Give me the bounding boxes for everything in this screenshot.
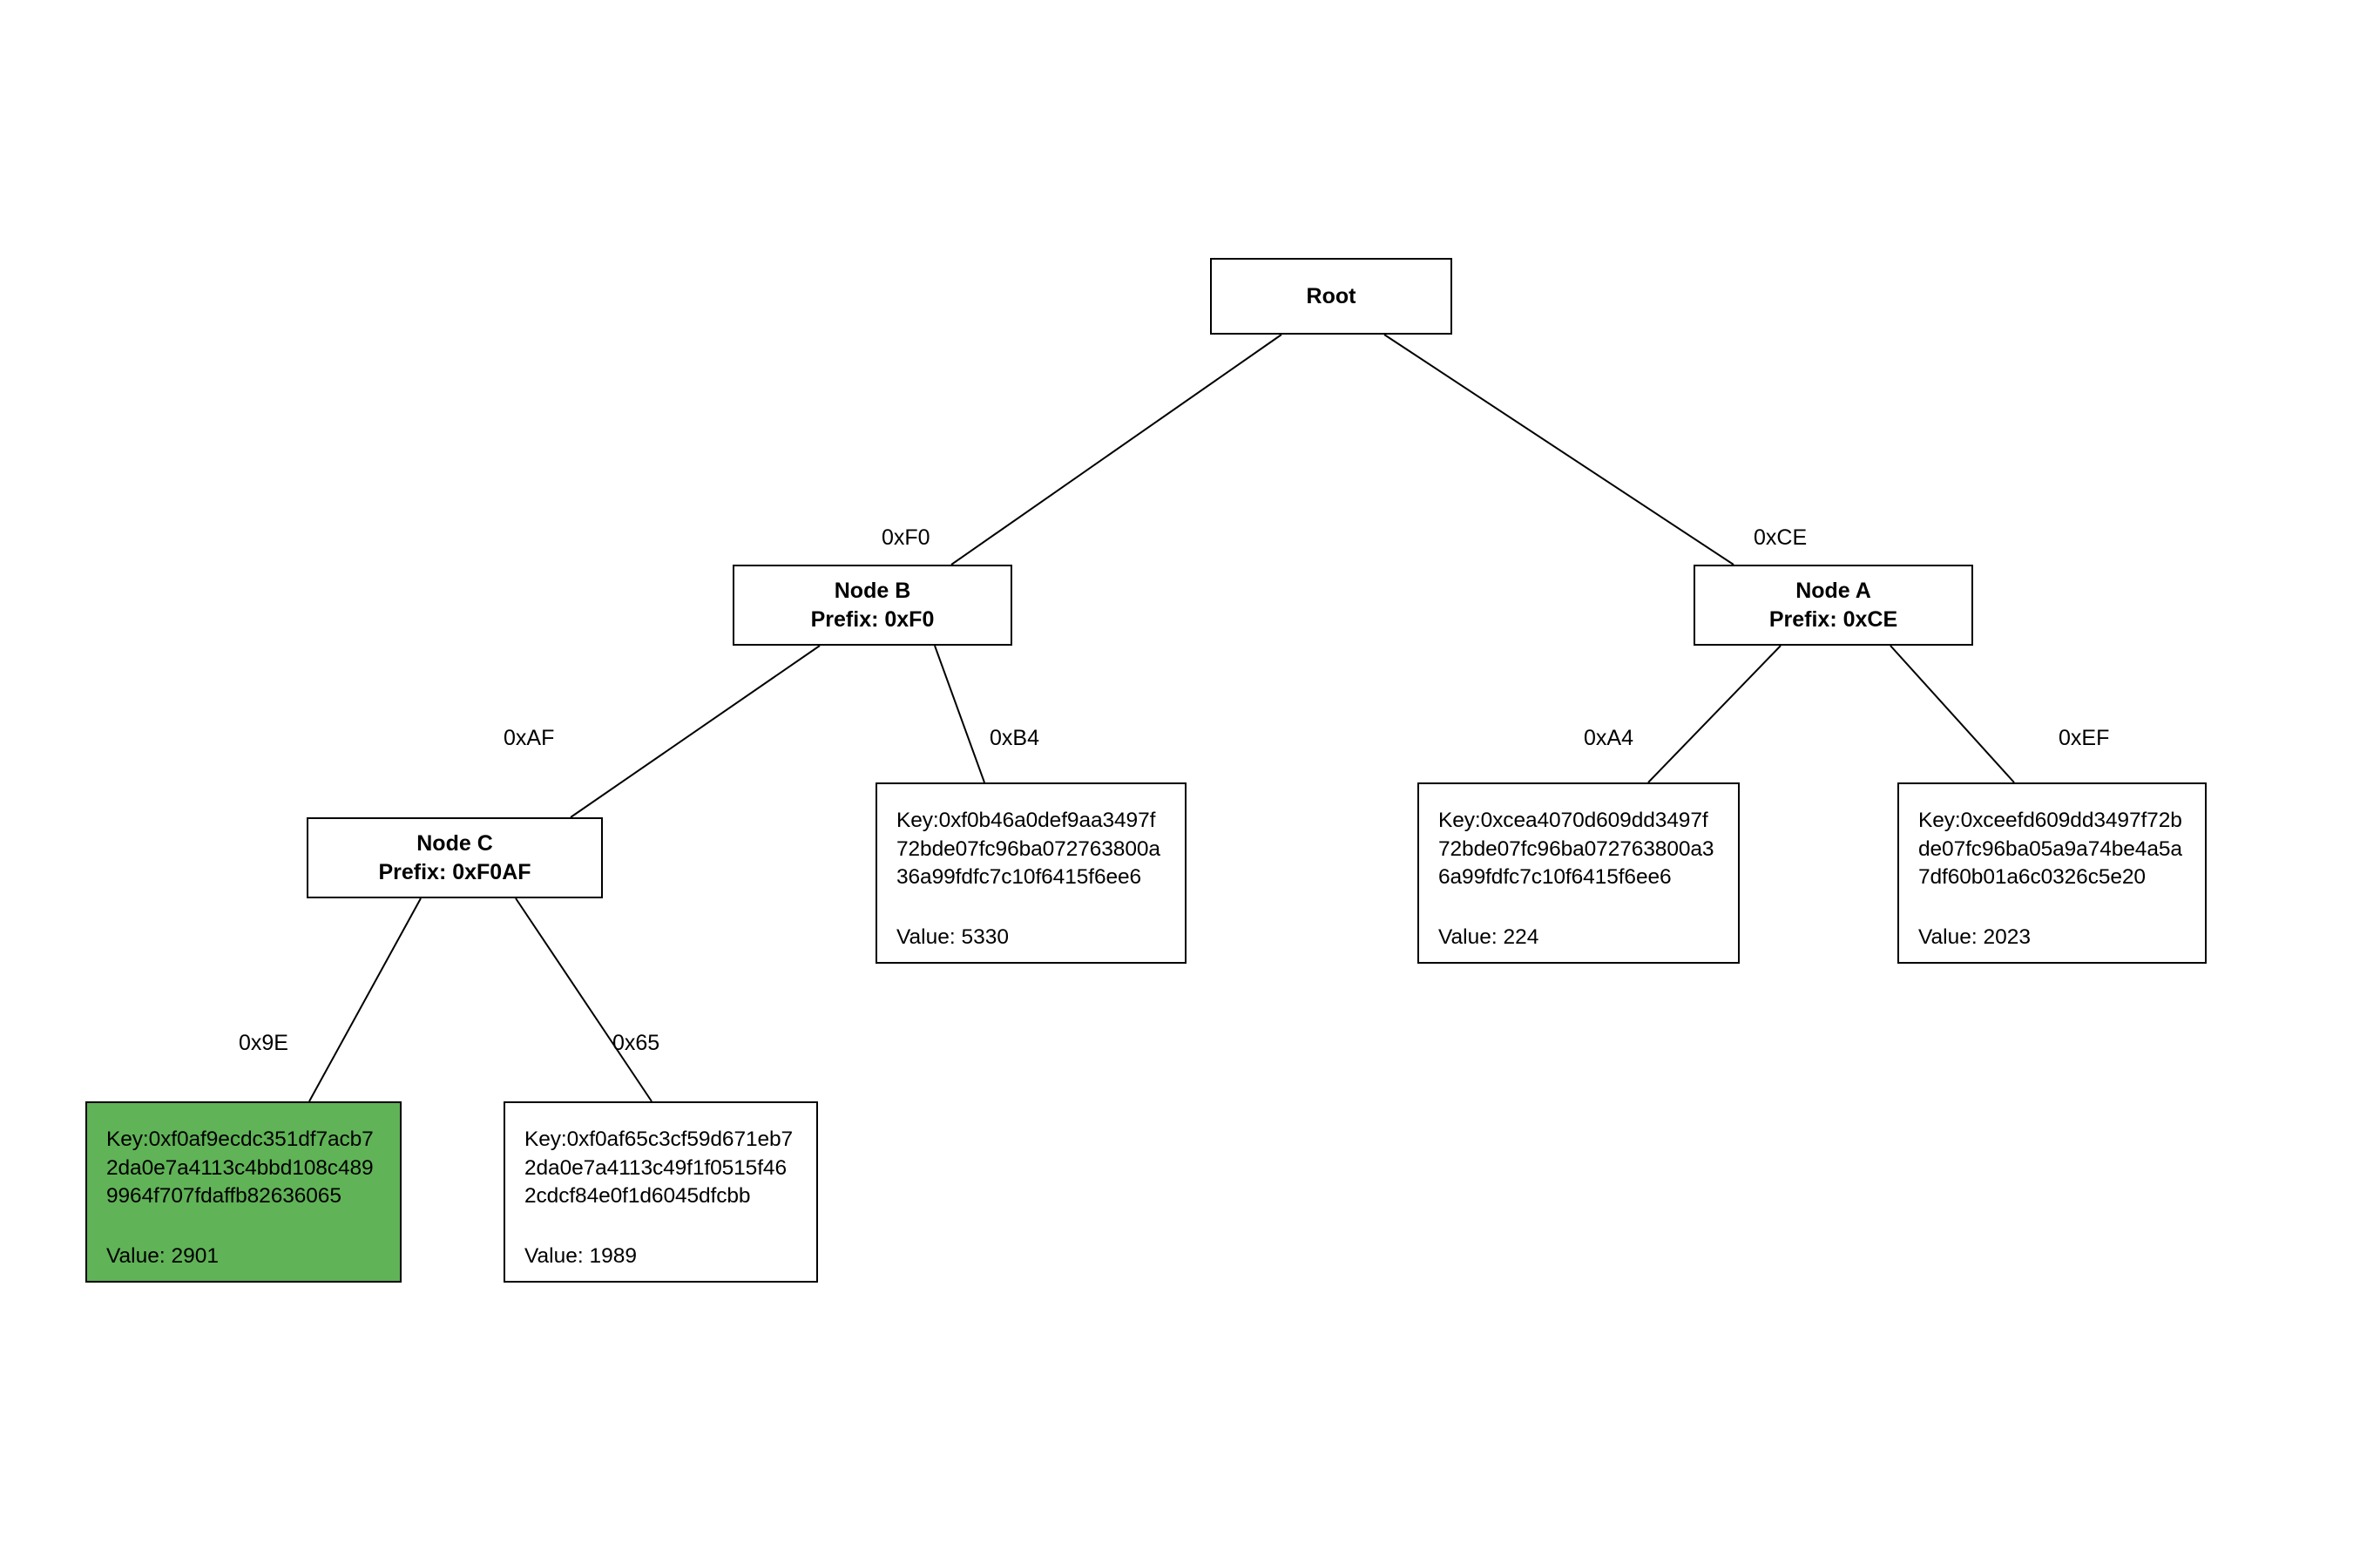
edge-node_c-leaf_65 — [515, 897, 652, 1102]
edge-root-node_a — [1383, 334, 1734, 565]
edge-label-node_b-leaf_b4: 0xB4 — [990, 726, 1039, 750]
leaf-node-a4[interactable]: Key:0xcea4070d609dd3497f72bde07fc96ba072… — [1417, 782, 1740, 964]
edge-label-node_c-leaf_65: 0x65 — [612, 1031, 660, 1055]
node-a-prefix: Prefix: 0xCE — [1768, 606, 1898, 632]
leaf-node-b4[interactable]: Key:0xf0b46a0def9aa3497f72bde07fc96ba072… — [876, 782, 1187, 964]
leaf-value: Value: 2023 — [1918, 924, 2031, 949]
node-c-title: Node C — [416, 830, 493, 856]
edge-label-node_a-leaf_ef: 0xEF — [2059, 726, 2110, 750]
node-root[interactable]: Root — [1210, 258, 1452, 335]
edge-label-root-node_b: 0xF0 — [882, 525, 930, 550]
leaf-node-9e-highlighted[interactable]: Key:0xf0af9ecdc351df7acb72da0e7a4113c4bb… — [85, 1101, 402, 1283]
leaf-node-65[interactable]: Key:0xf0af65c3cf59d671eb72da0e7a4113c49f… — [504, 1101, 818, 1283]
leaf-key: Key:0xceefd609dd3497f72bde07fc96ba05a9a7… — [1918, 809, 2182, 890]
node-a[interactable]: Node A Prefix: 0xCE — [1694, 565, 1973, 646]
leaf-value: Value: 1989 — [524, 1243, 637, 1268]
leaf-node-ef[interactable]: Key:0xceefd609dd3497f72bde07fc96ba05a9a7… — [1897, 782, 2207, 964]
edge-label-node_c-leaf_9e: 0x9E — [239, 1031, 288, 1055]
leaf-value: Value: 224 — [1438, 924, 1539, 949]
leaf-key: Key:0xcea4070d609dd3497f72bde07fc96ba072… — [1438, 809, 1714, 890]
leaf-key: Key:0xf0af65c3cf59d671eb72da0e7a4113c49f… — [524, 1128, 794, 1209]
edge-node_a-leaf_ef — [1890, 645, 2015, 783]
edge-node_b-leaf_b4 — [934, 645, 985, 783]
leaf-key: Key:0xf0b46a0def9aa3497f72bde07fc96ba072… — [896, 809, 1160, 890]
edge-label-node_a-leaf_a4: 0xA4 — [1584, 726, 1633, 750]
edge-label-node_b-node_c: 0xAF — [504, 726, 555, 750]
leaf-key: Key:0xf0af9ecdc351df7acb72da0e7a4113c4bb… — [106, 1128, 374, 1209]
node-c[interactable]: Node C Prefix: 0xF0AF — [307, 817, 603, 898]
edge-node_a-leaf_a4 — [1647, 645, 1782, 783]
edge-node_c-leaf_9e — [308, 897, 422, 1102]
edge-node_b-node_c — [570, 645, 821, 818]
node-b-title: Node B — [834, 578, 911, 603]
node-a-title: Node A — [1795, 578, 1871, 603]
leaf-value: Value: 5330 — [896, 924, 1009, 949]
node-root-label: Root — [1306, 283, 1356, 308]
node-c-prefix: Prefix: 0xF0AF — [378, 859, 531, 884]
node-b[interactable]: Node B Prefix: 0xF0 — [733, 565, 1012, 646]
node-b-prefix: Prefix: 0xF0 — [810, 606, 935, 632]
edge-label-root-node_a: 0xCE — [1754, 525, 1808, 550]
edge-root-node_b — [950, 334, 1282, 565]
leaf-value: Value: 2901 — [106, 1243, 219, 1268]
